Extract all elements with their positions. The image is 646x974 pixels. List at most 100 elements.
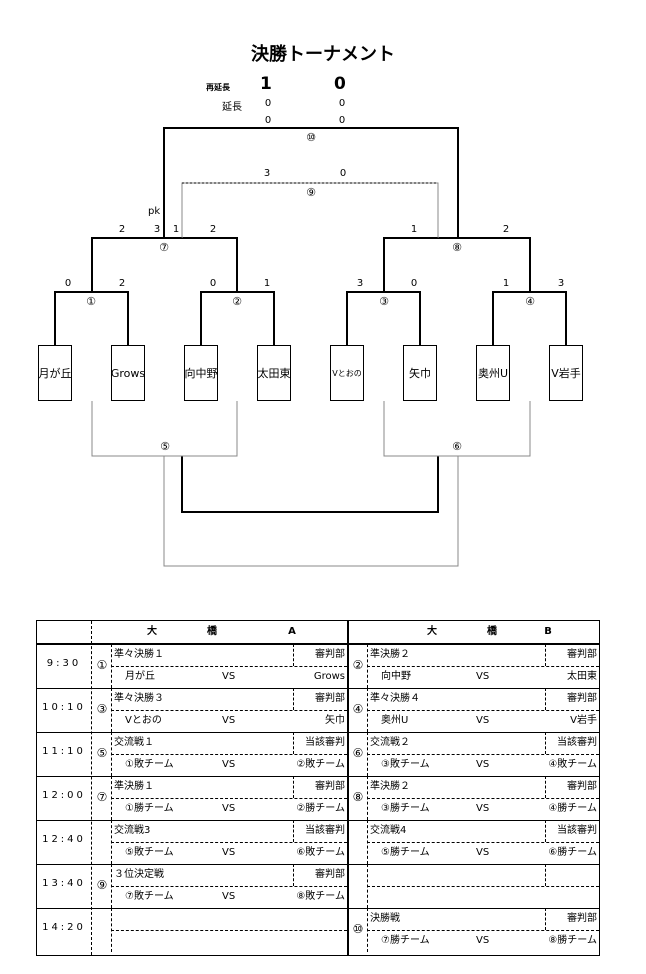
cell-divider	[367, 930, 599, 931]
team-left: 向中野	[381, 671, 411, 682]
team-right: ④敗チーム	[548, 759, 597, 770]
team-right: ⑧敗チーム	[296, 891, 345, 902]
col-divider	[91, 621, 92, 955]
cell-divider	[111, 842, 347, 843]
team-left: 奥州U	[381, 715, 409, 726]
team-right: ④勝チーム	[548, 803, 597, 814]
match-title: 決勝戦	[370, 913, 400, 924]
time-slot: 11:10	[42, 746, 86, 757]
ref-divider	[293, 820, 294, 842]
row-divider	[37, 776, 599, 777]
team-right: V岩手	[570, 715, 597, 726]
cell-divider	[367, 666, 599, 667]
match-7-pk-a: 3	[153, 224, 161, 235]
ref-divider	[545, 688, 546, 710]
referee: 当該審判	[305, 737, 345, 748]
vs-label: VS	[476, 935, 490, 946]
match-number: ①	[96, 658, 108, 672]
team-left: ①勝チーム	[125, 803, 174, 814]
match-title: 準々決勝１	[114, 649, 164, 660]
team-left: ③勝チーム	[381, 803, 430, 814]
bracket-lines	[54, 127, 567, 567]
row-divider	[37, 688, 599, 689]
ref-divider	[293, 776, 294, 798]
ref-divider	[293, 644, 294, 666]
match-5-number: ⑤	[160, 440, 170, 453]
ref-divider	[293, 864, 294, 886]
match-8-score-a: 1	[410, 224, 418, 235]
match-1-number: ①	[86, 295, 96, 308]
team-right: 矢巾	[325, 715, 345, 726]
referee: 審判部	[315, 781, 345, 792]
referee: 審判部	[315, 649, 345, 660]
ref-divider	[293, 688, 294, 710]
match-number: ⑥	[352, 746, 364, 760]
match-3-score-b: 0	[410, 278, 418, 289]
time-slot: 13:40	[42, 878, 86, 889]
vs-label: VS	[476, 847, 490, 858]
match-3-score-a: 3	[356, 278, 364, 289]
match-number: ⑩	[352, 922, 364, 936]
match-number: ⑦	[96, 790, 108, 804]
row-divider	[37, 820, 599, 821]
match-2-score-b: 1	[263, 278, 271, 289]
vs-label: VS	[222, 803, 236, 814]
team-right: ⑥敗チーム	[296, 847, 345, 858]
match-number: ②	[352, 658, 364, 672]
match-4-score-a: 1	[502, 278, 510, 289]
team-left: ⑤敗チーム	[125, 847, 174, 858]
cell-divider	[367, 710, 599, 711]
cell-divider	[111, 754, 347, 755]
match-4-score-b: 3	[557, 278, 565, 289]
referee: 審判部	[315, 869, 345, 880]
vs-label: VS	[476, 715, 490, 726]
match-10-number: ⑩	[306, 131, 316, 144]
time-slot: 14:20	[42, 922, 86, 933]
cell-divider	[111, 710, 347, 711]
row-divider	[37, 732, 599, 733]
ref-divider	[545, 820, 546, 842]
vs-label: VS	[476, 803, 490, 814]
team-box: Grows	[111, 345, 145, 401]
ref-divider	[545, 864, 546, 886]
match-9-score-a: 3	[263, 168, 271, 179]
match-title: 準決勝２	[370, 649, 410, 660]
match-7-number: ⑦	[159, 241, 169, 254]
row-divider	[37, 864, 599, 865]
header-court-b-3: B	[544, 626, 552, 637]
match-7-score-b: 2	[209, 224, 217, 235]
court-divider	[347, 621, 349, 955]
vs-label: VS	[222, 715, 236, 726]
match-2-number: ②	[232, 295, 242, 308]
saienchou-score-a: 1	[260, 74, 272, 94]
header-court-a-2: 橋	[207, 626, 217, 637]
header-court-b-1: 大	[427, 626, 437, 637]
match-2-score-a: 0	[209, 278, 217, 289]
team-box: 月が丘	[38, 345, 72, 401]
match-7-pk-b: 1	[172, 224, 180, 235]
header-court-b-2: 橋	[487, 626, 497, 637]
team-left: ③敗チーム	[381, 759, 430, 770]
team-left: ①敗チーム	[125, 759, 174, 770]
match-title: 交流戦3	[114, 825, 151, 836]
match-title: 準々決勝４	[370, 693, 420, 704]
match-8-number: ⑧	[452, 241, 462, 254]
match-number: ④	[352, 702, 364, 716]
vs-label: VS	[222, 891, 236, 902]
schedule-header: 大 橋 A 大 橋 B	[37, 621, 599, 645]
time-slot: 9:30	[46, 658, 82, 669]
match-number: ⑨	[96, 878, 108, 892]
vs-label: VS	[476, 671, 490, 682]
pk-label: pk	[148, 206, 161, 217]
final-score-a: 0	[264, 115, 272, 126]
team-box: 太田東	[257, 345, 291, 401]
referee: 当該審判	[557, 825, 597, 836]
match-title: 交流戦２	[370, 737, 410, 748]
match-number: ③	[96, 702, 108, 716]
team-left: ⑦敗チーム	[125, 891, 174, 902]
ref-divider	[293, 732, 294, 754]
team-right: ②勝チーム	[296, 803, 345, 814]
match-1-score-b: 2	[118, 278, 126, 289]
row-divider	[37, 908, 599, 909]
cell-divider	[367, 842, 599, 843]
